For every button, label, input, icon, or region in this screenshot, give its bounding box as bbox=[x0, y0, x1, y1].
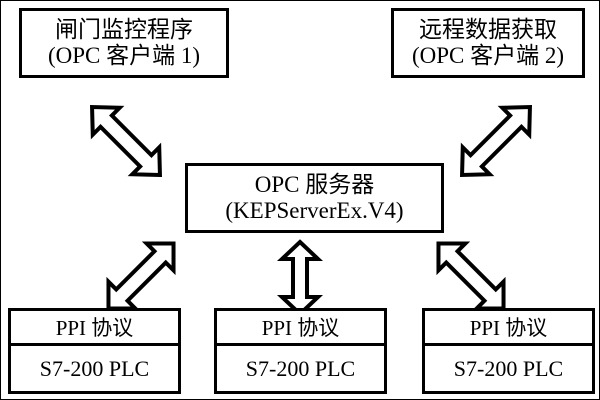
plc-1-box[interactable]: PPI 协议 S7-200 PLC bbox=[8, 308, 181, 394]
connector-server-to-plc-3 bbox=[436, 241, 506, 311]
connector-server-to-client-1 bbox=[90, 105, 162, 177]
plc-3-model: S7-200 PLC bbox=[453, 355, 564, 381]
client-2-subtitle: (OPC 客户端 2) bbox=[411, 43, 565, 68]
client-1-title: 闸门监控程序 bbox=[55, 17, 193, 43]
opc-server-subtitle: (KEPServerEx.V4) bbox=[225, 198, 404, 223]
client-1-subtitle: (OPC 客户端 1) bbox=[47, 43, 201, 68]
opc-server-box[interactable]: OPC 服务器 (KEPServerEx.V4) bbox=[185, 163, 444, 233]
plc-2-box[interactable]: PPI 协议 S7-200 PLC bbox=[214, 308, 387, 394]
client-2-title: 远程数据获取 bbox=[419, 17, 557, 43]
plc-2-protocol: PPI 协议 bbox=[217, 311, 384, 346]
client-2-box[interactable]: 远程数据获取 (OPC 客户端 2) bbox=[391, 8, 585, 78]
plc-3-box[interactable]: PPI 协议 S7-200 PLC bbox=[422, 308, 595, 394]
connector-server-to-plc-1 bbox=[106, 241, 176, 311]
connector-server-to-client-2 bbox=[460, 105, 532, 177]
plc-1-model: S7-200 PLC bbox=[39, 355, 150, 381]
plc-2-model: S7-200 PLC bbox=[245, 355, 356, 381]
plc-1-protocol: PPI 协议 bbox=[11, 311, 178, 346]
opc-server-title: OPC 服务器 bbox=[254, 172, 375, 198]
plc-3-protocol: PPI 协议 bbox=[425, 311, 592, 346]
client-1-box[interactable]: 闸门监控程序 (OPC 客户端 1) bbox=[19, 8, 229, 78]
connector-server-to-plc-2 bbox=[276, 239, 324, 317]
